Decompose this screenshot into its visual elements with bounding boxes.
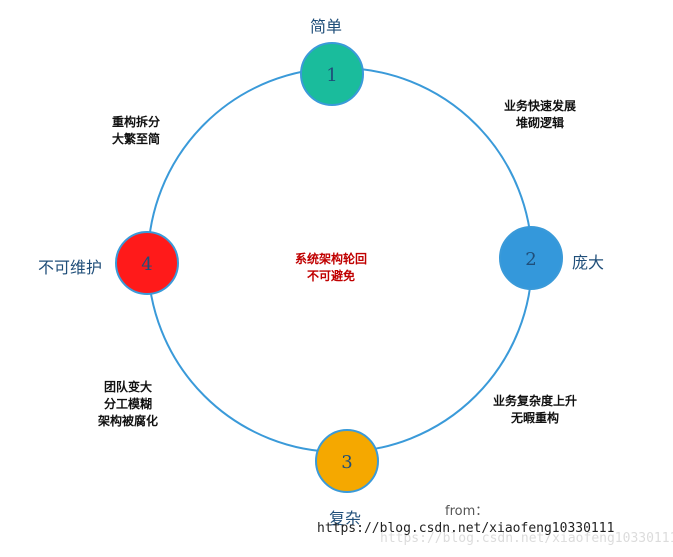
node-4-number: 4 bbox=[141, 254, 152, 275]
node-1-title: 简单 bbox=[310, 17, 343, 36]
note-line: 业务快速发展 bbox=[504, 99, 577, 113]
center-line: 不可避免 bbox=[307, 269, 356, 283]
from-label: from： bbox=[445, 504, 489, 519]
node-3-number: 3 bbox=[341, 452, 352, 473]
node-2-title: 庞大 bbox=[572, 253, 605, 272]
center-line: 系统架构轮回 bbox=[295, 252, 368, 266]
note-line: 分工模糊 bbox=[104, 397, 153, 411]
note-bottom-right: 业务复杂度上升 无暇重构 bbox=[493, 393, 577, 427]
source-url: https://blog.csdn.net/xiaofeng10330111 bbox=[317, 521, 615, 536]
center-note: 系统架构轮回 不可避免 bbox=[295, 251, 367, 285]
node-1: 1 bbox=[300, 42, 364, 106]
note-top-right: 业务快速发展 堆砌逻辑 bbox=[504, 98, 576, 132]
node-2-circle bbox=[499, 226, 563, 290]
node-4: 4 bbox=[115, 231, 179, 295]
note-line: 业务复杂度上升 bbox=[493, 394, 578, 408]
node-4-title: 不可维护 bbox=[38, 258, 103, 277]
node-2-number: 2 bbox=[525, 249, 536, 270]
note-line: 堆砌逻辑 bbox=[516, 116, 565, 130]
note-line: 架构被腐化 bbox=[98, 414, 159, 428]
note-line: 重构拆分 bbox=[112, 115, 161, 129]
node-1-circle bbox=[300, 42, 364, 106]
node-3-title: 复杂 bbox=[329, 509, 362, 528]
note-line: 大繁至简 bbox=[112, 132, 161, 146]
watermark: https://blog.csdn.net/xiaofeng10330111 bbox=[380, 531, 673, 546]
node-3-circle bbox=[315, 429, 379, 493]
note-line: 团队变大 bbox=[104, 380, 153, 394]
node-1-number: 1 bbox=[326, 65, 337, 86]
node-4-circle bbox=[115, 231, 179, 295]
note-bottom-left: 团队变大 分工模糊 架构被腐化 bbox=[98, 379, 158, 430]
node-2: 2 bbox=[499, 226, 563, 290]
note-line: 无暇重构 bbox=[511, 411, 560, 425]
note-top-left: 重构拆分 大繁至简 bbox=[112, 114, 160, 148]
node-3: 3 bbox=[315, 429, 379, 493]
